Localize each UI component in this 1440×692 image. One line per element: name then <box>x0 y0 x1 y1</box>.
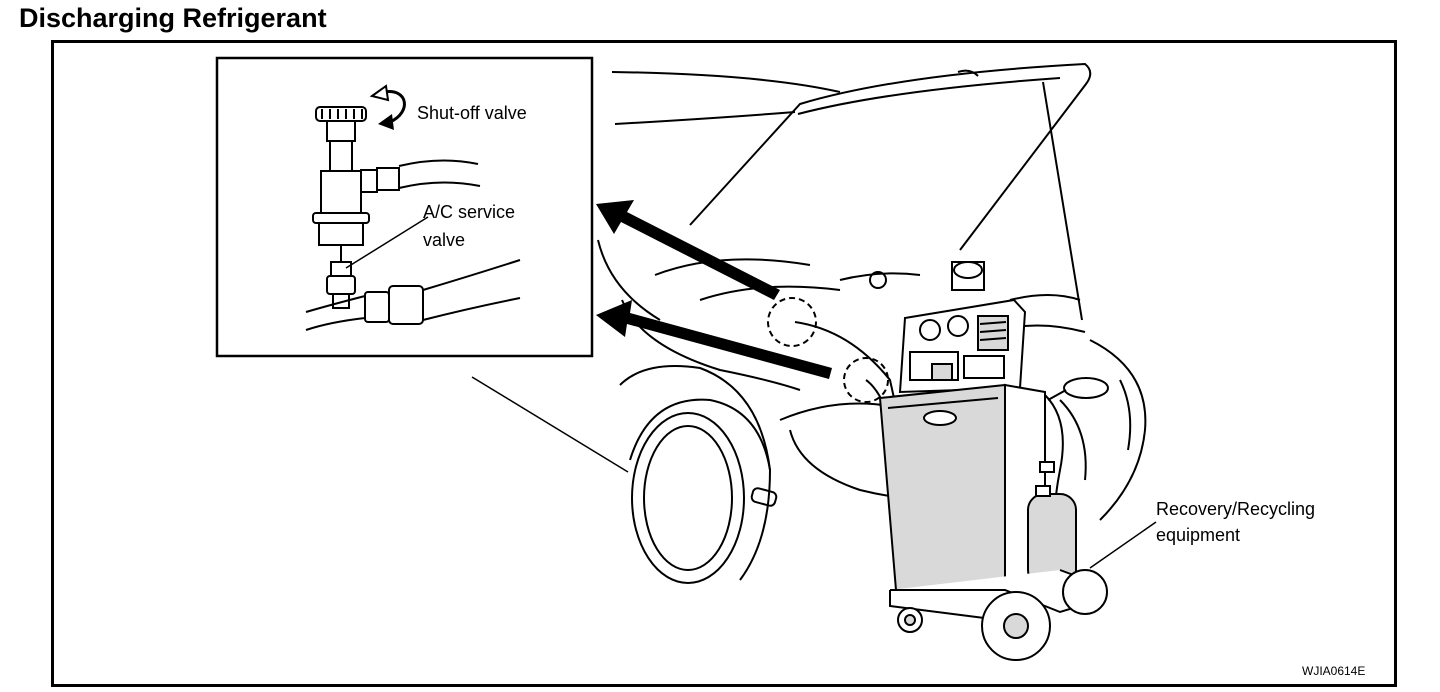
rotation-arrow-icon <box>369 84 406 130</box>
recovery-machine-drawing <box>878 298 1109 661</box>
inset-leader-line <box>471 376 629 473</box>
recovery-equipment-label-line1: Recovery/Recycling <box>1156 499 1316 519</box>
recovery-equipment-label-line2: equipment <box>1156 525 1241 545</box>
pointer-arrow-icon <box>596 200 832 379</box>
shutoff-valve-label: Shut-off valve <box>417 103 527 123</box>
ac-service-valve-label-line1: A/C service <box>423 202 516 222</box>
shutoff-valve-drawing <box>305 106 521 331</box>
page-title: Discharging Refrigerant <box>19 3 327 33</box>
vehicle-drawing <box>597 62 1147 584</box>
ac-service-valve-label-line2: valve <box>423 230 466 250</box>
figure-code: WJIA0614E <box>1302 664 1366 678</box>
valve-location-markers <box>767 297 889 403</box>
